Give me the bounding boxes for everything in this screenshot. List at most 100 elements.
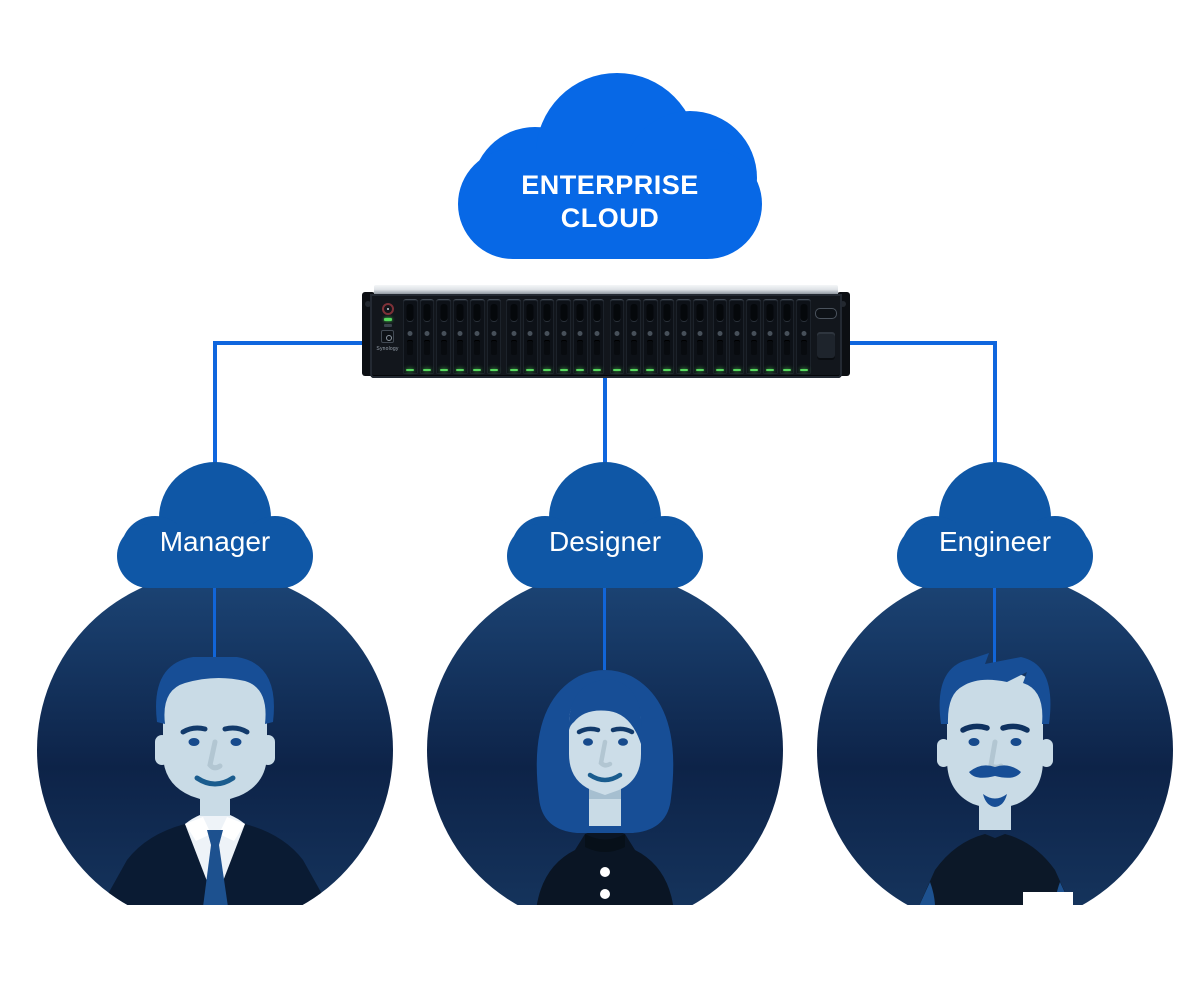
model-badge (814, 308, 837, 319)
drive-bay-detail (560, 340, 567, 355)
user-cloud-designer: Designer (507, 462, 703, 588)
drive-bay (609, 299, 625, 374)
drive-bay-detail (697, 340, 704, 355)
drive-bay (573, 299, 588, 374)
drive-bay (796, 299, 811, 374)
connector-drop-designer (603, 572, 606, 670)
cloud-base (897, 524, 1093, 588)
user-cloud-engineer: Engineer (897, 462, 1093, 588)
drive-bay-detail (734, 331, 740, 336)
drive-bay-detail (696, 304, 704, 321)
cloud-base (458, 149, 762, 259)
drive-bay-group (712, 299, 811, 374)
drive-bay (419, 299, 435, 374)
enterprise-cloud-label-line1: ENTERPRISE (521, 170, 699, 200)
drive-bay (486, 299, 502, 374)
server-chassis: Synology (370, 294, 842, 378)
drive-bay-group (403, 299, 502, 374)
drive-bay-detail (544, 331, 550, 336)
server-brand-label: Synology (376, 346, 399, 352)
drive-bay-detail (510, 304, 518, 321)
select-button-icon (381, 330, 394, 343)
drive-bay-detail (456, 304, 464, 321)
manager-avatar (89, 657, 341, 928)
drive-bay-detail (544, 340, 550, 355)
drive-bay-detail (594, 340, 601, 355)
drive-bay-detail (440, 304, 448, 321)
drive-bay-detail (424, 331, 430, 336)
drive-bay-detail (681, 331, 687, 336)
drive-bay-group (609, 299, 708, 374)
drive-bay-detail (680, 340, 687, 355)
server-right-panel (813, 299, 838, 374)
server-top-strip (374, 285, 838, 295)
connector-left-vertical (213, 341, 217, 466)
alert-led (383, 324, 392, 327)
drive-bay-detail (527, 331, 533, 336)
drive-activity-led (799, 368, 808, 371)
drive-activity-led (473, 368, 482, 371)
bottom-white-band (0, 905, 1204, 982)
drive-activity-led (646, 368, 655, 371)
engineer-avatar (909, 653, 1081, 928)
connector-right-horizontal (845, 341, 997, 345)
drive-bay (522, 299, 538, 374)
connector-middle-vertical (603, 376, 607, 466)
user-label-engineer: Engineer (938, 526, 1052, 557)
drive-bay-detail (767, 340, 774, 355)
drive-bay-detail (766, 304, 774, 321)
drive-activity-led (749, 368, 758, 371)
drive-bay-detail (457, 331, 463, 336)
enterprise-cloud-label-line2: CLOUD (560, 203, 660, 233)
enterprise-cloud-icon: ENTERPRISE CLOUD (458, 73, 762, 259)
drive-bay (506, 299, 521, 374)
drive-bay-detail (440, 340, 447, 355)
drive-bay-detail (577, 340, 584, 355)
drive-bay-detail (750, 340, 757, 355)
drive-activity-led (456, 368, 465, 371)
power-button-icon (381, 303, 394, 315)
drive-bay (556, 299, 572, 374)
drive-bay-detail (800, 340, 807, 355)
drive-bay-detail (543, 304, 551, 321)
connector-drop-engineer (993, 572, 996, 670)
drive-bay-array (401, 299, 813, 374)
drive-bay-detail (697, 331, 703, 336)
drive-bay-detail (630, 340, 637, 355)
drive-bay (539, 299, 555, 374)
avatar-circle-engineer (817, 572, 1173, 928)
drive-bay-detail (614, 331, 620, 336)
drive-bay-detail (783, 340, 790, 355)
drive-bay-detail (490, 340, 497, 355)
drive-bay-detail (767, 331, 773, 336)
drive-bay-detail (593, 304, 601, 321)
drive-bay-detail (733, 340, 740, 355)
user-label-manager: Manager (159, 526, 271, 557)
drive-bay (693, 299, 708, 374)
drive-bay (762, 299, 778, 374)
drive-bay-detail (407, 331, 413, 336)
drive-bay-detail (407, 340, 414, 355)
drive-bay-detail (750, 304, 757, 321)
drive-bay-detail (663, 304, 671, 321)
drive-activity-led (696, 368, 705, 371)
drive-bay-detail (577, 331, 583, 336)
drive-bay-detail (646, 304, 654, 321)
drive-bay (746, 299, 761, 374)
drive-bay-detail (491, 331, 497, 336)
drive-activity-led (612, 368, 621, 371)
drive-bay-detail (783, 304, 791, 321)
avatar-circle-manager (37, 572, 393, 928)
drive-bay (469, 299, 485, 374)
drive-bay-detail (733, 304, 741, 321)
drive-activity-led (423, 368, 432, 371)
user-label-designer: Designer (548, 526, 662, 557)
drive-bay (712, 299, 728, 374)
drive-bay (659, 299, 675, 374)
drive-bay-detail (751, 331, 756, 336)
panel-handle (816, 332, 835, 360)
drive-activity-led (629, 368, 638, 371)
cloud-base (117, 524, 313, 588)
drive-bay-detail (801, 331, 807, 336)
